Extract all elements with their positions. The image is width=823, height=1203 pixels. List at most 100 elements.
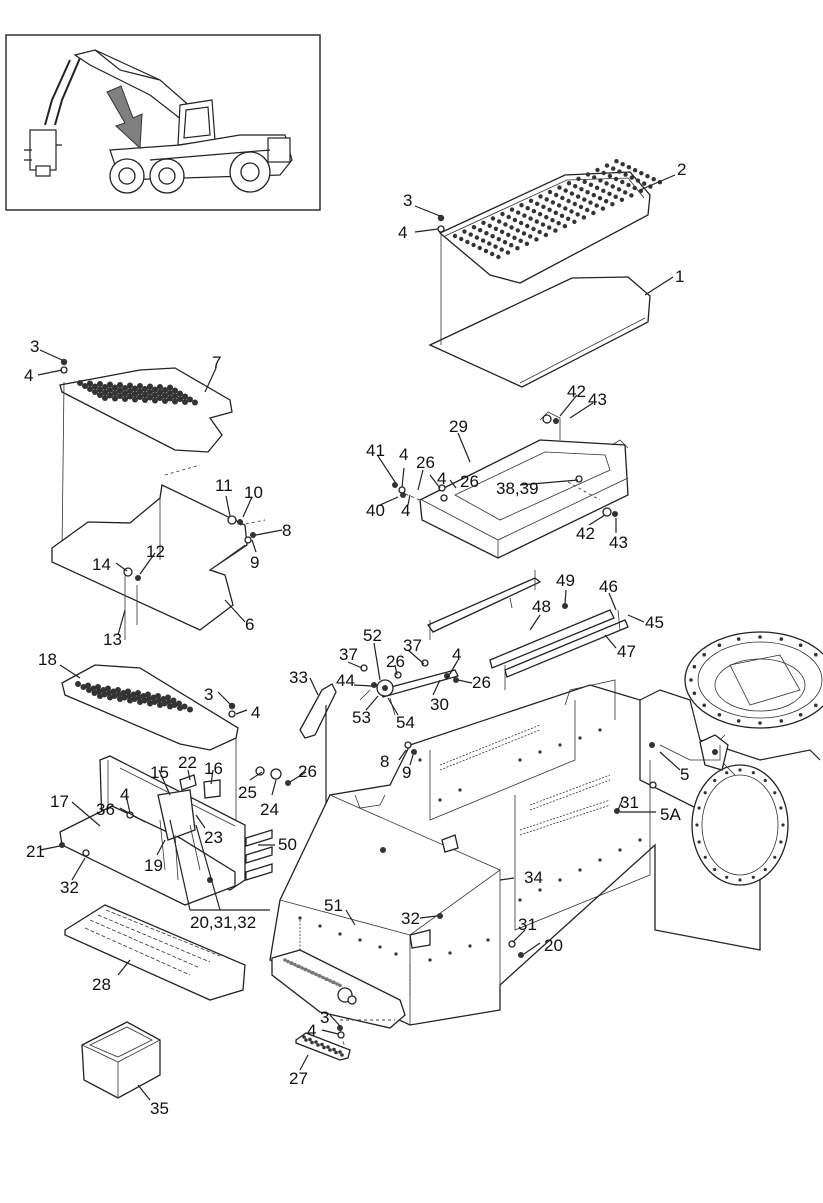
ring-bolt [725,771,729,775]
ring-bolt [692,664,697,669]
perforation-hole [543,232,549,238]
main-frame [269,679,761,1029]
callout-53: 53 [352,708,371,727]
perforation-hole [328,978,332,983]
callout-9: 9 [250,553,259,572]
perforation-hole [137,383,143,389]
callout-3: 3 [320,1008,329,1027]
perforation-hole [314,1040,318,1044]
perforation-hole [540,222,546,227]
perforation-hole [481,220,486,225]
callout-44: 44 [336,671,355,690]
perforation-hole [87,386,93,392]
frame-bolt [378,945,382,949]
ring-bolt [814,652,818,657]
perforation-hole [338,983,342,988]
frame-bolt [638,838,642,842]
ring-bolt [758,635,762,639]
ring-bolt [697,840,701,844]
part-35-box [81,1021,161,1099]
ring-bolt [703,855,707,859]
perforation-hole [155,693,161,699]
perforation-hole [569,191,575,196]
perforation-hole [181,703,188,710]
callout-20-31-32: 20,31,32 [190,913,256,932]
perforation-hole [642,181,647,186]
callout-17: 17 [50,792,69,811]
ring-bolt [695,823,699,827]
frame-bolt [618,848,622,852]
frame-bolt [538,888,542,892]
perforation-hole [117,393,123,399]
perforation-hole [534,219,539,224]
callout-5: 5 [680,765,689,784]
perforation-hole [581,215,587,220]
ring-bolt [738,878,742,882]
ring-bolt [689,678,693,682]
callout-13: 13 [103,630,122,649]
perforation-hole [471,242,476,248]
perforation-hole [325,977,329,981]
perforation-hole [162,387,168,393]
perforation-hole [75,681,81,687]
perforation-hole [572,219,577,224]
perforation-hole [538,194,543,199]
perforation-hole [576,176,581,181]
perforation-hole [595,167,600,173]
perforation-hole [556,221,561,226]
perforation-hole [167,390,173,396]
ring-bolt [779,637,784,641]
perforation-hole [107,392,113,399]
perforation-hole [102,384,108,390]
callout-7: 7 [212,353,221,372]
perforation-hole [478,228,483,233]
perforation-hole [632,168,638,173]
callout-8: 8 [380,752,389,771]
callout-42: 42 [567,382,586,401]
ring-bolt [713,778,717,783]
perforation-hole [516,210,521,215]
perforation-hole [547,225,552,230]
ring-bolt [798,713,803,717]
callout-24: 24 [260,800,279,819]
perforation-hole [610,184,615,189]
perforation-hole [92,383,98,390]
perforation-hole [187,706,193,713]
perforation-hole [598,178,603,183]
perforation-hole [563,206,568,211]
perforation-hole [591,193,596,198]
frame-bolt [438,798,442,802]
perforation-hole [85,682,91,689]
frame-bolt [558,743,562,747]
part-45-48-rails [427,570,629,690]
callout-4: 4 [251,703,260,722]
perforation-hole [142,391,148,398]
perforation-hole [506,232,511,237]
callout-52: 52 [363,626,382,645]
perforation-hole [626,182,631,188]
perforation-hole [566,198,571,204]
perforation-hole [484,231,489,236]
frame-bolt [468,944,472,948]
perforation-hole [509,243,514,248]
perforation-hole [142,386,148,392]
frame-bolt [518,898,522,902]
ring-bolt [763,867,767,872]
callout-27: 27 [289,1069,308,1088]
perforation-hole [162,392,168,399]
perforation-hole [152,397,158,404]
perforation-hole [626,165,632,170]
perforation-hole [610,202,615,207]
ring-bolt [692,691,697,696]
perforation-hole [157,384,163,390]
ring-bolt [713,867,717,872]
callout-40: 40 [366,501,385,520]
callout-49: 49 [556,571,575,590]
frame-bolt [418,758,422,762]
perforation-hole [560,195,565,201]
perforation-hole [614,159,619,164]
perforation-hole [105,685,111,692]
perforation-hole [528,234,533,239]
